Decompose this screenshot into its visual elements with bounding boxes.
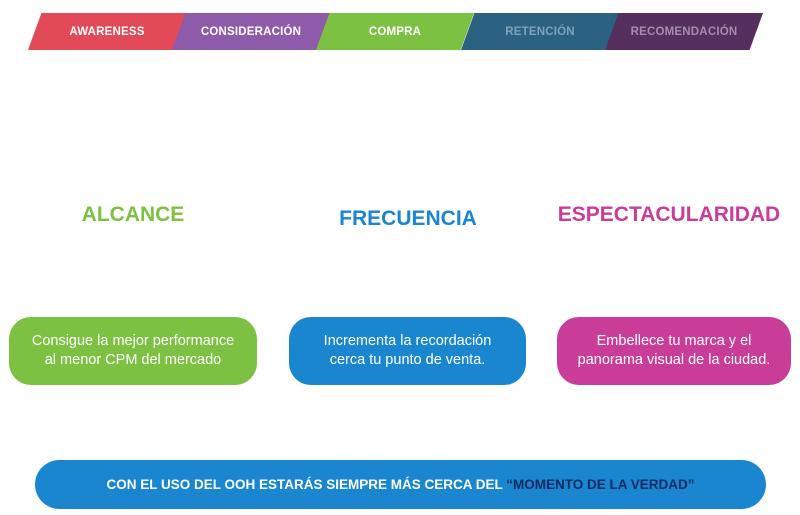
stage-compra: COMPRA xyxy=(316,13,474,50)
ooh-banner: CON EL USO DEL OOH ESTARÁS SIEMPRE MÁS C… xyxy=(35,460,766,509)
description-line: Incrementa la recordación xyxy=(323,333,492,349)
banner-text: CON EL USO DEL OOH ESTARÁS SIEMPRE MÁS C… xyxy=(106,477,507,492)
stage-label: CONSIDERACIÓN xyxy=(200,25,302,38)
pillar-description-alcance: Consigue la mejor performance al menor C… xyxy=(9,317,257,385)
stage-consideracion: CONSIDERACIÓN xyxy=(172,13,330,50)
stage-label: RETENCIÓN xyxy=(505,25,575,38)
stage-label: RECOMENDACIÓN xyxy=(630,25,738,38)
pillar-title-alcance: ALCANCE xyxy=(81,203,185,226)
description-line: panorama visual de la ciudad. xyxy=(577,352,771,368)
pillar-title-espectacularidad: ESPECTACULARIDAD xyxy=(557,203,781,226)
pillar-title-frecuencia: FRECUENCIA xyxy=(339,207,477,230)
banner-highlight: “MOMENTO DE LA VERDAD” xyxy=(506,477,695,492)
description-line: Consigue la mejor performance xyxy=(31,333,235,349)
funnel-stages: AWARENESS CONSIDERACIÓN COMPRA RETENCIÓN… xyxy=(0,0,800,60)
description-line: Embellece tu marca y el xyxy=(596,333,752,349)
description-line: cerca tu punto de venta. xyxy=(329,352,486,368)
stage-recomendacion: RECOMENDACIÓN xyxy=(605,13,763,50)
pillar-description-frecuencia: Incrementa la recordación cerca tu punto… xyxy=(289,317,526,385)
stage-retencion: RETENCIÓN xyxy=(461,13,619,50)
stage-label: COMPRA xyxy=(368,25,422,38)
description-line: al menor CPM del mercado xyxy=(44,352,222,368)
stage-awareness: AWARENESS xyxy=(28,13,186,50)
stage-label: AWARENESS xyxy=(69,25,145,38)
pillar-description-espectacularidad: Embellece tu marca y el panorama visual … xyxy=(557,317,791,385)
